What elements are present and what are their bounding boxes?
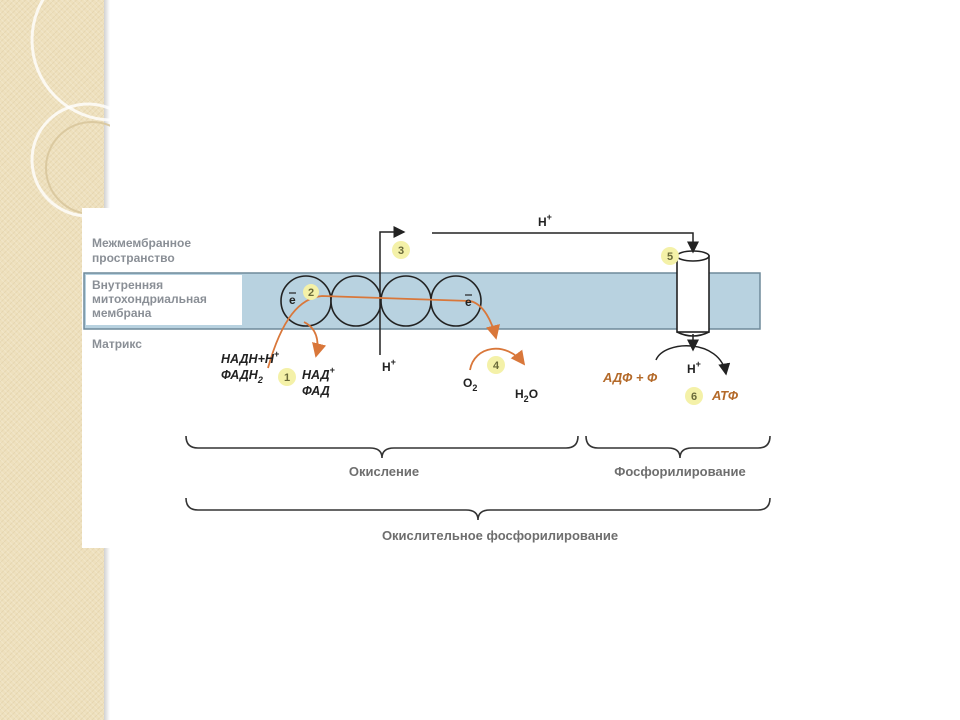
svg-text:1: 1 [284,372,290,384]
nadh-label: НАДН+Н+ [221,349,280,366]
oxidation-label: Окисление [349,464,419,479]
matrix-label: Матрикс [92,337,142,351]
fadh2-label: ФАДН2 [221,368,263,385]
intermembrane-label-line2: пространство [92,251,175,265]
membrane-label-line3: мембрана [92,306,152,320]
step-6-marker: 6 [685,387,703,405]
step-3-marker: 3 [392,241,410,259]
atp-synthase [677,251,709,336]
svg-text:3: 3 [398,245,404,257]
svg-text:4: 4 [493,360,500,372]
atp-label: АТФ [711,388,739,403]
oxidative-phosphorylation-label: Окислительное фосфорилирование [382,528,618,543]
phosphorylation-label: Фосфорилирование [614,464,745,479]
step-2-marker: 2 [303,284,319,300]
complex-3 [381,276,431,326]
h2o-label: H2O [515,387,538,404]
fad-label: ФАД [302,384,330,398]
h-plus-synthase: Н+ [687,359,701,376]
h-plus-top: Н+ [538,212,552,229]
step-5-marker: 5 [661,247,679,265]
h-plus-matrix: Н+ [382,357,396,374]
oxidation-brace [186,436,578,458]
intermembrane-label-line1: Межмембранное [92,236,191,250]
phosphorylation-brace [586,436,770,458]
complex-2 [331,276,381,326]
svg-text:5: 5 [667,251,673,263]
step-1-marker: 1 [278,368,296,386]
adp-label: АДФ + Ф [602,370,658,385]
oxidative-phosphorylation-brace [186,498,770,520]
membrane-label-line1: Внутренняя [92,278,163,292]
step-4-marker: 4 [487,356,505,374]
electron-symbol-2: e [465,295,472,309]
proton-flow-arrow [432,233,693,252]
nad-label: НАД+ [302,365,336,382]
membrane-label-line2: митохондриальная [92,292,207,306]
o2-label: O2 [463,376,477,393]
electron-symbol-1: e [289,293,296,307]
svg-text:6: 6 [691,391,697,403]
svg-text:2: 2 [308,287,314,299]
